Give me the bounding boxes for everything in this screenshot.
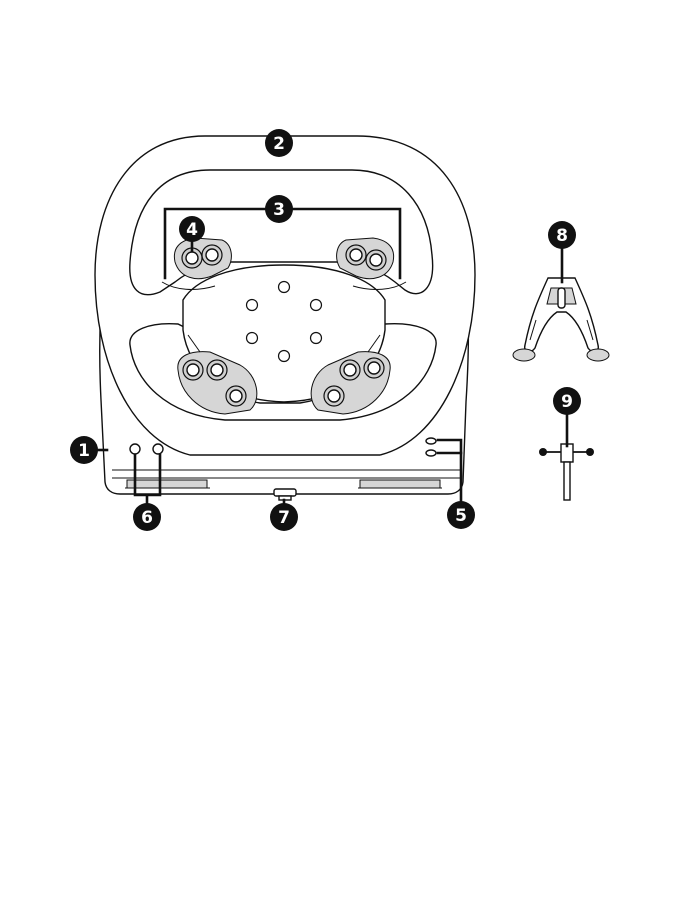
button xyxy=(206,249,218,261)
callout-2: 2 xyxy=(265,129,293,157)
button xyxy=(350,249,362,261)
callout-label: 1 xyxy=(78,441,90,461)
indicator xyxy=(426,438,436,444)
callout-7: 7 xyxy=(270,503,298,531)
left-ports xyxy=(130,444,163,454)
hub-hole xyxy=(311,300,322,311)
button xyxy=(370,254,382,266)
callout-label: 2 xyxy=(273,134,285,154)
hub-hole xyxy=(279,282,290,293)
port xyxy=(130,444,140,454)
hub-hole xyxy=(279,351,290,362)
button xyxy=(211,364,223,376)
wheel-holder-accessory xyxy=(513,278,609,361)
callout-label: 7 xyxy=(278,508,290,528)
port xyxy=(153,444,163,454)
callout-8: 8 xyxy=(548,221,576,249)
button xyxy=(368,362,380,374)
button xyxy=(328,390,340,402)
hub-hole xyxy=(247,300,258,311)
callout-1: 1 xyxy=(70,436,98,464)
button xyxy=(186,252,198,264)
callout-9: 9 xyxy=(553,387,581,415)
callout-label: 3 xyxy=(273,200,285,220)
callout-label: 9 xyxy=(561,392,573,412)
hub-hole xyxy=(247,333,258,344)
callout-6: 6 xyxy=(133,503,161,531)
button xyxy=(187,364,199,376)
indicator xyxy=(426,450,436,456)
callout-label: 4 xyxy=(186,220,198,240)
base-connector xyxy=(274,489,296,500)
tool-accessory xyxy=(539,444,594,500)
callout-label: 8 xyxy=(556,226,568,246)
button xyxy=(344,364,356,376)
callout-4: 4 xyxy=(179,216,205,242)
callout-label: 6 xyxy=(141,508,153,528)
right-indicators xyxy=(426,438,436,456)
callout-label: 5 xyxy=(455,506,467,526)
callout-3: 3 xyxy=(265,195,293,223)
hub-hole xyxy=(311,333,322,344)
button xyxy=(230,390,242,402)
callout-5: 5 xyxy=(447,501,475,529)
